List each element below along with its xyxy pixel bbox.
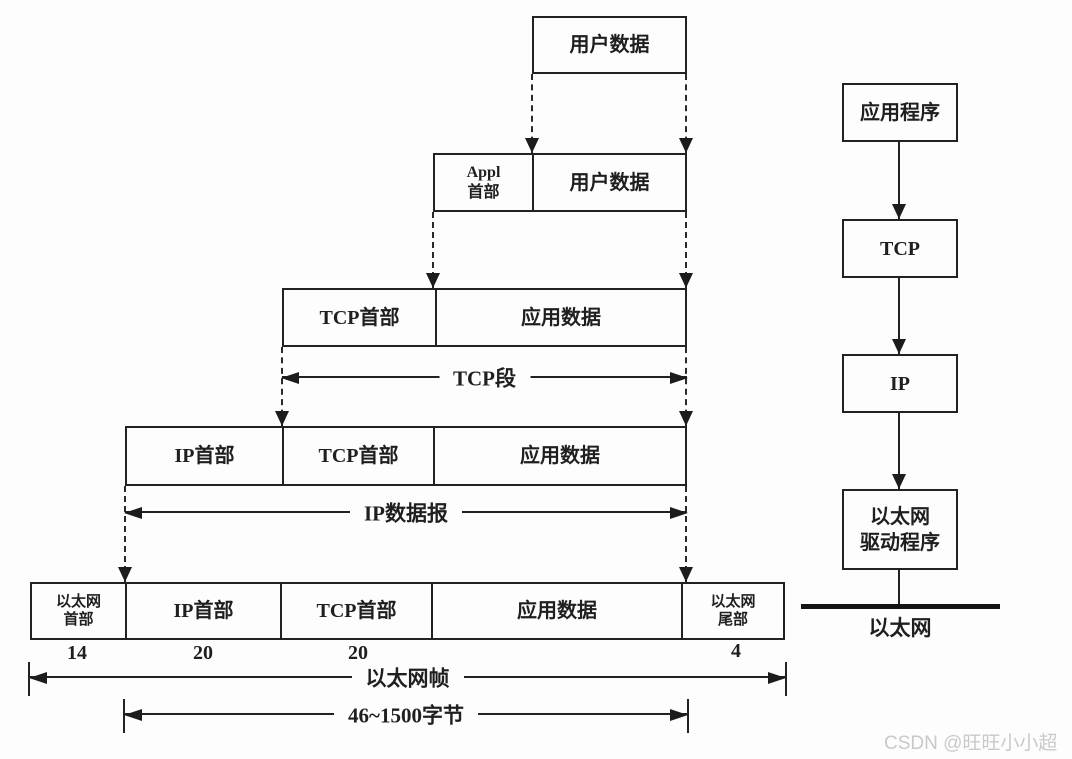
arrowhead-left-icon xyxy=(124,507,142,519)
arrowhead-right-icon xyxy=(768,672,786,684)
watermark: CSDN @旺旺小小超 xyxy=(884,733,1058,754)
stack-box-tcp: TCP xyxy=(842,219,958,278)
dashed-arrow-left-2 xyxy=(426,212,440,288)
stack-box-application: 应用程序 xyxy=(842,83,958,142)
arrowhead-down-icon xyxy=(275,411,289,426)
span-end-bar xyxy=(687,699,689,733)
dashed-arrow-right-2 xyxy=(679,212,693,288)
cell-eth-trailer: 以太网 尾部 xyxy=(681,584,783,638)
cell-app-data: 应用数据 xyxy=(431,584,681,638)
cell-tcp-header: TCP首部 xyxy=(280,584,431,638)
arrowhead-right-icon xyxy=(670,507,688,519)
cell-eth-header: 以太网 首部 xyxy=(55,594,101,628)
arrowhead-right-icon xyxy=(670,372,688,384)
ip-datagram-row: IP首部 TCP首部 应用数据 xyxy=(125,426,687,486)
tcp-segment-row: TCP首部 应用数据 xyxy=(282,288,687,347)
stack-arrow-2 xyxy=(892,278,906,354)
arrowhead-down-icon xyxy=(679,138,693,153)
arrowhead-left-icon xyxy=(29,672,47,684)
arrowhead-right-icon xyxy=(670,709,688,721)
arrowhead-down-icon xyxy=(679,273,693,288)
cell-ip-header: IP首部 xyxy=(174,445,235,467)
ethernet-bus-line xyxy=(801,604,1000,609)
arrowhead-down-icon xyxy=(426,273,440,288)
arrowhead-down-icon xyxy=(892,474,906,489)
dashed-arrow-right-4 xyxy=(679,486,693,582)
stack-arrow-3 xyxy=(892,413,906,489)
ethernet-bus-label: 以太网 xyxy=(868,616,932,640)
application-message-row: Appl 首部 用户数据 xyxy=(433,153,687,212)
size-label-tcp-header: 20 xyxy=(348,642,368,664)
dashed-arrow-right-1 xyxy=(679,74,693,153)
cell-tcp-header: TCP首部 xyxy=(319,306,400,329)
cell-tcp-header: TCP首部 xyxy=(282,428,433,484)
tcp-segment-span-arrow: TCP段 xyxy=(281,367,688,391)
dashed-arrow-right-3 xyxy=(679,347,693,426)
stack-box-ethernet-driver: 以太网 驱动程序 xyxy=(842,489,958,570)
dashed-arrow-left-4 xyxy=(118,486,132,582)
ethernet-frame-span-arrow: 以太网帧 xyxy=(28,662,787,696)
ip-datagram-span-label: IP数据报 xyxy=(350,502,462,526)
stack-arrow-1 xyxy=(892,142,906,219)
cell-user-data: 用户数据 xyxy=(569,34,650,56)
payload-range-span-label: 46~1500字节 xyxy=(334,704,478,728)
arrowhead-down-icon xyxy=(892,339,906,354)
dashed-arrow-left-3 xyxy=(275,347,289,426)
payload-range-span-arrow: 46~1500字节 xyxy=(123,699,689,733)
arrowhead-left-icon xyxy=(281,372,299,384)
span-end-bar xyxy=(785,662,787,696)
cell-appl-header: Appl 首部 xyxy=(466,164,501,201)
tcp-segment-span-label: TCP段 xyxy=(439,367,530,391)
arrowhead-down-icon xyxy=(679,567,693,582)
arrowhead-down-icon xyxy=(118,567,132,582)
stack-box-ip: IP xyxy=(842,354,958,413)
size-label-eth-trailer: 4 xyxy=(731,640,741,662)
ethernet-frame-span-label: 以太网帧 xyxy=(351,667,464,691)
cell-app-data: 应用数据 xyxy=(435,290,685,345)
arrowhead-left-icon xyxy=(124,709,142,721)
user-data-row: 用户数据 xyxy=(532,16,687,74)
size-label-ip-header: 20 xyxy=(193,642,213,664)
cell-app-data: 应用数据 xyxy=(433,428,685,484)
arrowhead-down-icon xyxy=(679,411,693,426)
dashed-arrow-left-1 xyxy=(525,74,539,153)
size-label-eth-header: 14 xyxy=(67,642,87,664)
cell-ip-header: IP首部 xyxy=(125,584,280,638)
arrowhead-down-icon xyxy=(525,138,539,153)
cell-user-data: 用户数据 xyxy=(532,155,685,210)
ethernet-frame-row: 以太网 首部 IP首部 TCP首部 应用数据 以太网 尾部 xyxy=(30,582,785,640)
ip-datagram-span-arrow: IP数据报 xyxy=(124,502,688,526)
stack-connector-line xyxy=(898,570,900,606)
arrowhead-down-icon xyxy=(892,204,906,219)
